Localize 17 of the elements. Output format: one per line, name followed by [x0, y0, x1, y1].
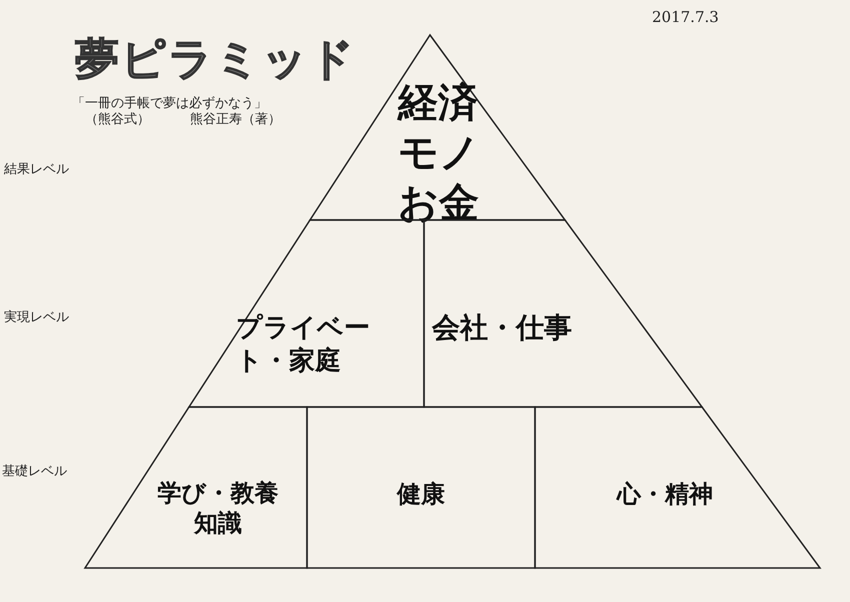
section-label: 会社・仕事	[432, 310, 573, 345]
author-name: 熊谷正寿（著）	[190, 111, 282, 128]
section-label: プライベート・家庭	[236, 312, 371, 377]
pyramid-section	[535, 407, 820, 568]
title: 夢ピラミッド	[75, 33, 356, 87]
level-label: 実現レベル	[4, 309, 70, 326]
date: 2017.7.3	[652, 8, 720, 26]
note: （熊谷式）	[85, 111, 151, 128]
level-label: 結果レベル	[4, 161, 70, 178]
section-label: 学び・教養知識	[156, 478, 280, 538]
pyramid-section	[85, 407, 307, 568]
section-label: 経済モノお金	[398, 79, 481, 228]
section-label: 健康	[396, 479, 446, 509]
section-label: 心・精神	[615, 479, 714, 509]
book-title: 「一冊の手帳で夢は必ずかなう」	[72, 95, 268, 112]
level-label: 基礎レベル	[2, 463, 68, 480]
pyramid-section	[307, 407, 535, 568]
